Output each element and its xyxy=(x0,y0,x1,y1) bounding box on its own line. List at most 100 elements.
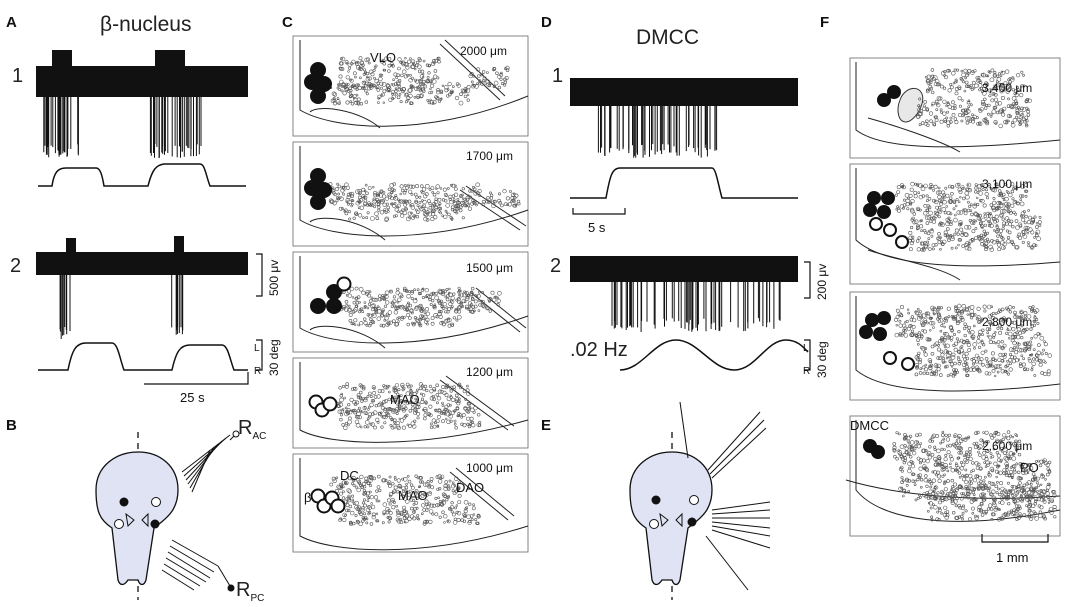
filled-marker xyxy=(859,325,873,339)
filled-marker xyxy=(887,85,901,99)
amp-scale-label-a: 500 μv xyxy=(267,260,281,296)
panel-a-title: β-nucleus xyxy=(100,13,191,36)
brain-section-f4: DMCC PO 2,600 μm xyxy=(845,415,1061,537)
brain-section-f1: 3,400 μm xyxy=(849,57,1061,159)
filled-marker xyxy=(310,88,326,104)
filled-marker xyxy=(873,327,887,341)
region-label-mao-2: MAO xyxy=(398,488,428,503)
filled-marker xyxy=(881,191,895,205)
panel-label-f: F xyxy=(820,14,829,31)
brain-section-c3: 1500 μm xyxy=(292,251,529,353)
spike-trace-d2 xyxy=(570,256,798,332)
panel-e: E xyxy=(541,401,771,600)
r-ac-label: RAC xyxy=(238,417,266,442)
open-marker xyxy=(151,497,161,507)
region-label-dc: DC xyxy=(340,468,359,483)
open-marker xyxy=(895,235,909,249)
filled-marker xyxy=(310,62,326,78)
open-marker xyxy=(883,223,897,237)
brain-section-f3: 2,800 μm xyxy=(849,291,1061,401)
brain-section-c2: 1700 μm xyxy=(292,141,529,247)
panel-c: C VLO 2000 μm 1700 μm xyxy=(282,14,529,553)
region-label-dmcc: DMCC xyxy=(850,418,889,433)
filled-marker xyxy=(304,74,320,90)
deg-scale-bar-a xyxy=(256,339,263,371)
panel-label-b: B xyxy=(6,417,17,434)
position-trace-d2 xyxy=(619,339,809,371)
deg-scale-label-d: 30 deg xyxy=(815,341,829,378)
filled-marker xyxy=(867,191,881,205)
open-marker xyxy=(336,276,352,292)
filled-marker xyxy=(310,298,326,314)
amp-scale-bar-d xyxy=(804,261,811,299)
time-scale-label-d: 5 s xyxy=(588,220,606,235)
deg-scale-bar-d xyxy=(804,339,811,371)
panel-a: A β-nucleus 1 2 500 μv L R 30 deg 25 s xyxy=(6,13,281,405)
amp-scale-label-d: 200 μv xyxy=(815,264,829,300)
filled-marker xyxy=(304,180,320,196)
region-label-beta: β xyxy=(304,490,311,505)
time-scale-label-a: 25 s xyxy=(180,390,205,405)
time-scale-bar-d xyxy=(572,208,626,215)
amp-scale-bar-a xyxy=(256,253,263,297)
filled-marker xyxy=(150,519,160,529)
open-marker xyxy=(330,498,346,514)
region-label-dao: DAO xyxy=(456,480,484,495)
scale-bar-f xyxy=(981,534,1049,543)
depth-label-f4: 2,600 μm xyxy=(982,439,1032,453)
canal-fan-e-right xyxy=(705,501,771,591)
filled-marker xyxy=(865,313,879,327)
open-marker xyxy=(901,357,915,371)
r-pc-label: RPC xyxy=(236,579,264,604)
position-trace-a2 xyxy=(38,342,248,371)
filled-marker xyxy=(877,93,891,107)
trace2-label-a: 2 xyxy=(10,255,21,277)
l-label-a: L xyxy=(254,343,260,354)
depth-label-c4: 1200 μm xyxy=(466,365,513,379)
canal-fan-pc xyxy=(161,539,219,591)
panel-label-e: E xyxy=(541,417,551,434)
rat-head-icon-e xyxy=(629,451,713,586)
filled-marker xyxy=(310,168,326,184)
filled-marker xyxy=(871,445,885,459)
trace1-label-a: 1 xyxy=(12,65,23,87)
depth-label-c1: 2000 μm xyxy=(460,44,507,58)
position-trace-d1 xyxy=(570,167,798,199)
r-ac-electrode xyxy=(232,430,240,438)
filled-marker xyxy=(687,517,697,527)
r-label-d: R xyxy=(803,366,810,377)
l-label-d: L xyxy=(803,343,809,354)
filled-marker xyxy=(316,182,332,198)
deg-scale-label-a: 30 deg xyxy=(267,339,281,376)
freq-label-d: .02 Hz xyxy=(570,339,628,361)
trace2-label-d: 2 xyxy=(550,255,561,277)
spike-trace-d1 xyxy=(570,78,798,158)
filled-marker xyxy=(877,311,891,325)
open-marker xyxy=(883,351,897,365)
r-label-a: R xyxy=(254,366,261,377)
canal-fan-e-top xyxy=(679,401,767,479)
depth-label-f2: 3,100 μm xyxy=(982,177,1032,191)
r-pc-electrode xyxy=(227,584,235,592)
brain-section-f2: 3,100 μm xyxy=(849,163,1061,285)
filled-marker xyxy=(877,205,891,219)
filled-marker xyxy=(326,298,342,314)
spike-trace-a2 xyxy=(36,236,248,339)
region-label-po: PO xyxy=(1020,460,1039,475)
open-marker xyxy=(114,519,124,529)
panel-label-c: C xyxy=(282,14,293,31)
depth-label-c3: 1500 μm xyxy=(466,261,513,275)
rat-head-icon-b xyxy=(95,451,179,586)
filled-marker xyxy=(651,495,661,505)
trace1-label-d: 1 xyxy=(552,65,563,87)
filled-marker xyxy=(310,194,326,210)
depth-label-c2: 1700 μm xyxy=(466,149,513,163)
open-marker xyxy=(689,495,699,505)
scale-label-f: 1 mm xyxy=(996,550,1029,565)
time-scale-bar-a xyxy=(144,372,249,385)
filled-marker xyxy=(863,203,877,217)
region-label-vlo: VLO xyxy=(370,50,396,65)
canal-fan-ac xyxy=(181,434,231,493)
brain-section-c5: DC β MAO DAO 1000 μm xyxy=(292,453,529,553)
